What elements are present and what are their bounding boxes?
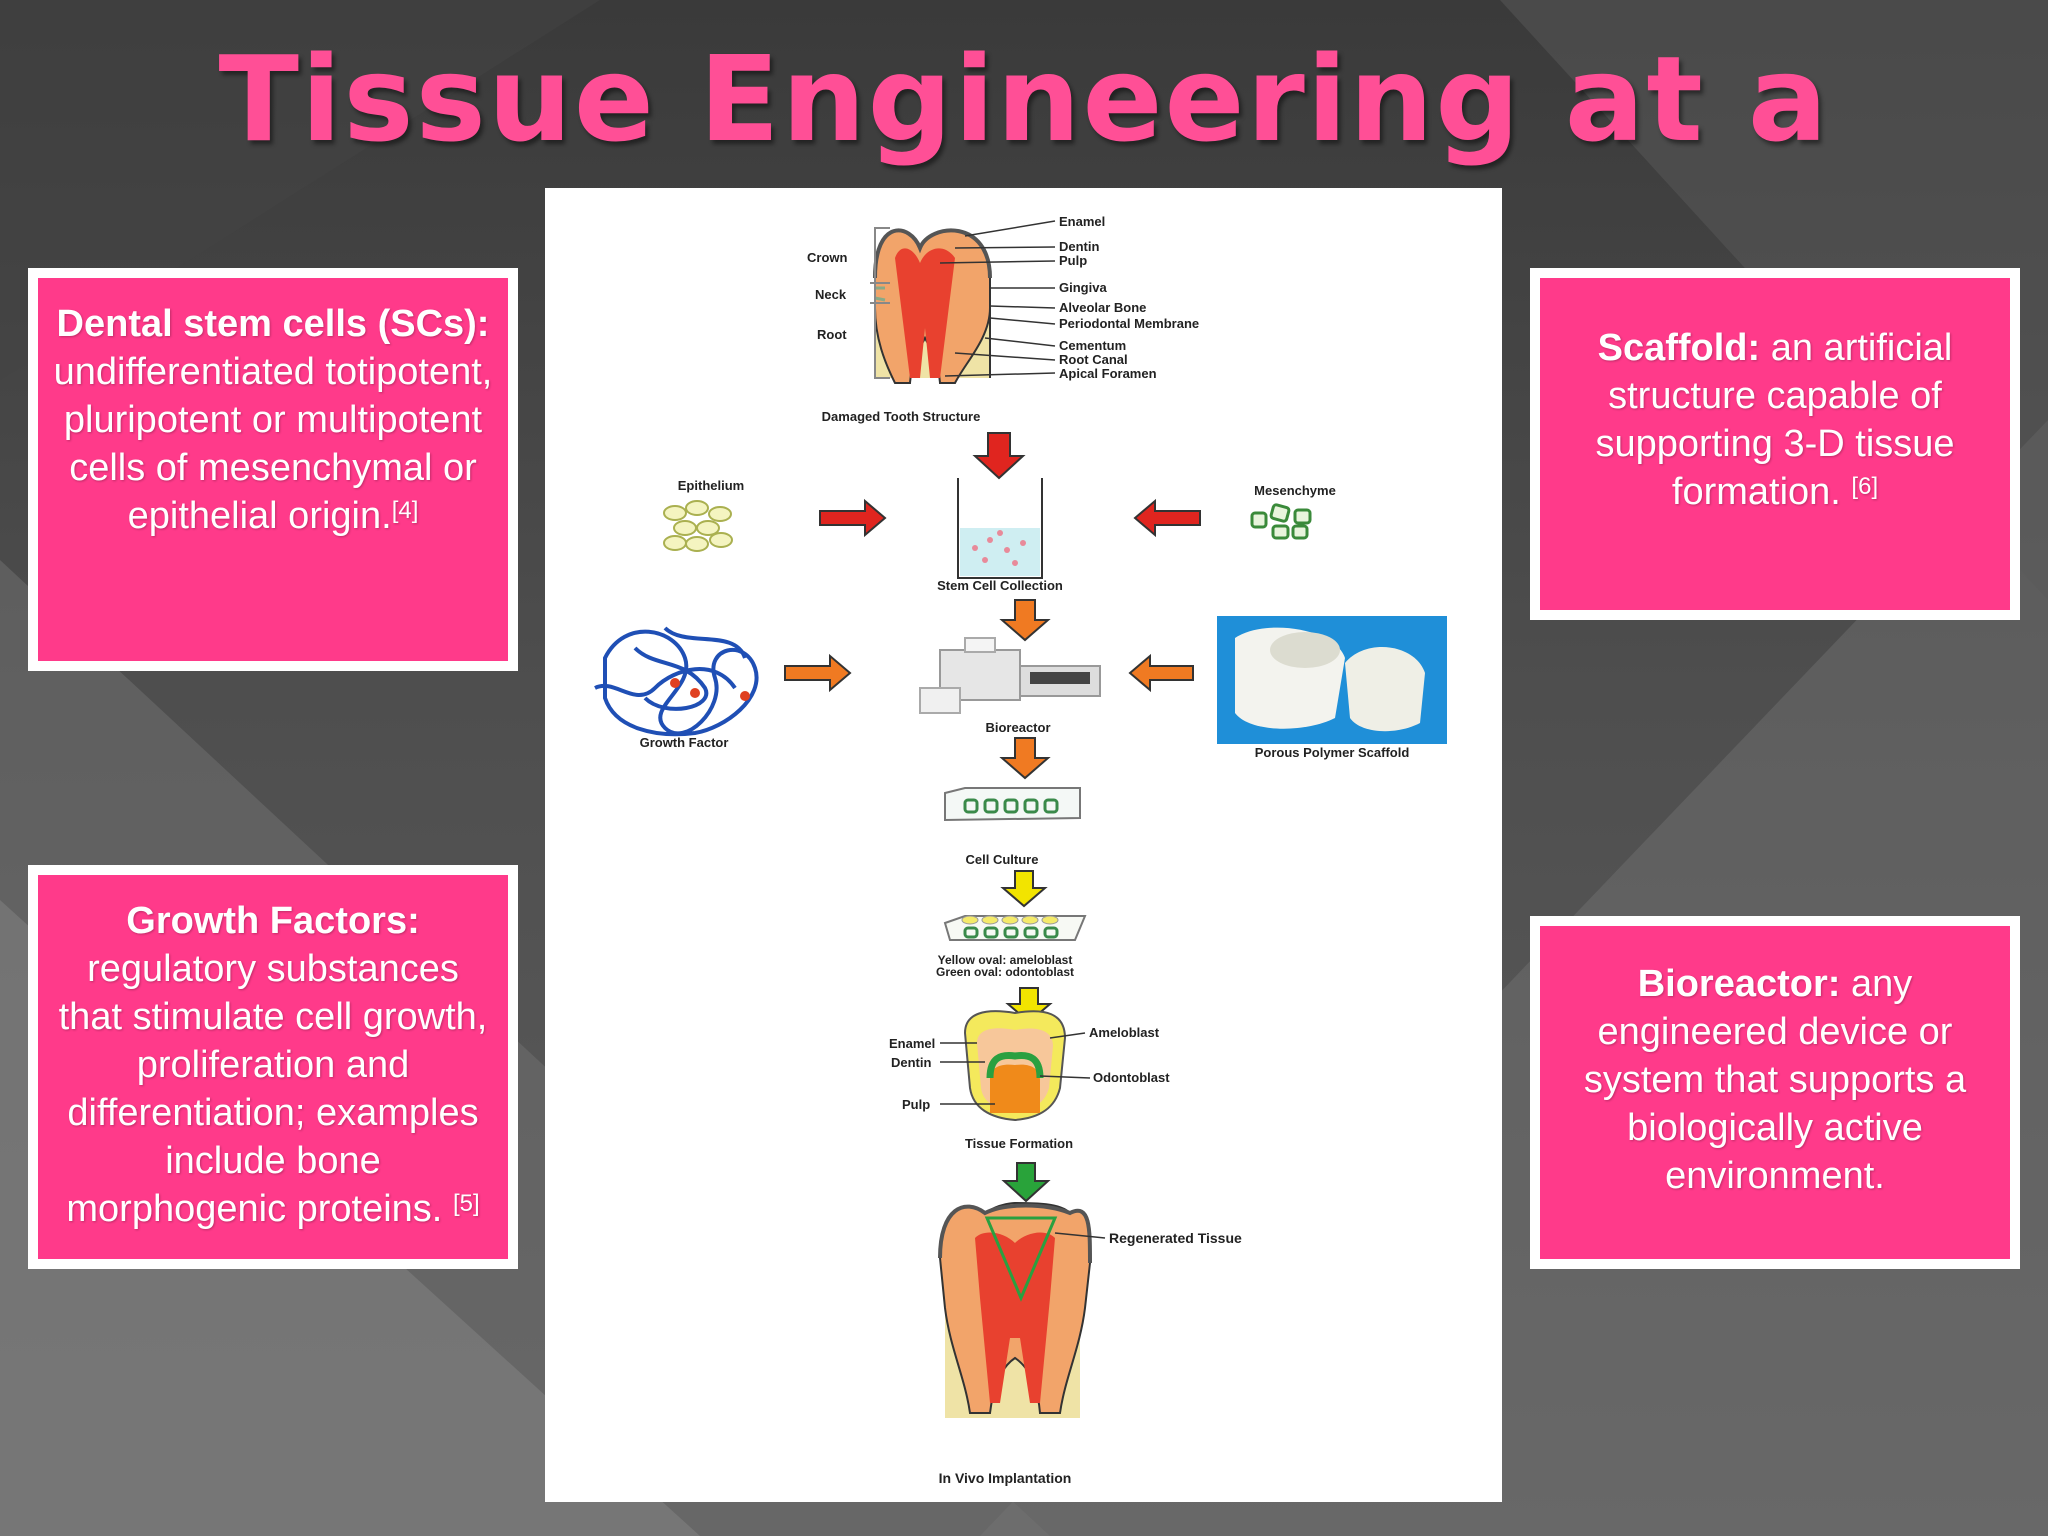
label-alveolar-bone: Alveolar Bone <box>1059 300 1146 315</box>
label-cell-culture: Cell Culture <box>966 852 1039 867</box>
arrow-right-red <box>819 498 887 538</box>
label-root: Root <box>817 327 847 342</box>
label-enamel-formation: Enamel <box>889 1036 935 1051</box>
stem-cells-box: Dental stem cells (SCs): undifferentiate… <box>28 268 518 671</box>
label-dentin-formation: Dentin <box>891 1055 932 1070</box>
label-regenerated-tissue: Regenerated Tissue <box>1109 1230 1242 1246</box>
bioreactor-term: Bioreactor: <box>1637 963 1841 1005</box>
label-bioreactor: Bioreactor <box>985 720 1050 735</box>
growth-factor-illustration <box>594 626 759 737</box>
arrow-down-red <box>972 432 1026 480</box>
label-green-oval: Green oval: odontoblast <box>936 965 1074 979</box>
label-neck: Neck <box>815 287 847 302</box>
arrow-down-yellow-1 <box>1000 870 1048 908</box>
scaffold-term: Scaffold: <box>1597 327 1761 369</box>
label-crown: Crown <box>807 250 848 265</box>
label-periodontal-membrane: Periodontal Membrane <box>1059 316 1199 331</box>
label-damaged-tooth: Damaged Tooth Structure <box>822 409 981 424</box>
label-enamel: Enamel <box>1059 214 1105 229</box>
label-odontoblast: Odontoblast <box>1093 1070 1170 1085</box>
epithelium-cells <box>663 500 733 552</box>
label-gingiva: Gingiva <box>1059 280 1107 295</box>
tissue-formation-illustration <box>963 1010 1067 1122</box>
scaffold-ref: [6] <box>1851 473 1879 500</box>
bioreactor-illustration <box>919 637 1101 714</box>
label-porous-polymer-scaffold: Porous Polymer Scaffold <box>1255 745 1410 760</box>
arrow-left-red <box>1133 498 1201 538</box>
bioreactor-box: Bioreactor: any engineered device or sys… <box>1530 916 2020 1269</box>
growth-factors-box: Growth Factors: regulatory substances th… <box>28 865 518 1269</box>
label-pulp: Pulp <box>1059 253 1087 268</box>
stem-cells-term: Dental stem cells (SCs): <box>56 303 490 345</box>
mesenchyme-cells <box>1250 503 1312 540</box>
scaffold-photo <box>1217 616 1447 744</box>
label-mesenchyme: Mesenchyme <box>1254 483 1336 498</box>
label-epithelium: Epithelium <box>678 478 744 493</box>
stem-cells-text: undifferentiated totipotent, pluripotent… <box>53 351 493 537</box>
arrow-left-orange <box>1128 653 1194 693</box>
label-cementum: Cementum <box>1059 338 1126 353</box>
label-yellow-oval: Yellow oval: ameloblast <box>938 953 1073 967</box>
damaged-tooth-illustration: Enamel Dentin Pulp Gingiva Alveolar Bone… <box>807 214 1199 424</box>
label-apical-foramen: Apical Foramen <box>1059 366 1157 381</box>
bioreactor-text: any engineered device or system that sup… <box>1583 963 1967 1197</box>
label-growth-factor: Growth Factor <box>640 735 729 750</box>
arrow-down-orange-1 <box>999 599 1051 642</box>
label-pulp-formation: Pulp <box>902 1097 930 1112</box>
label-tissue-formation: Tissue Formation <box>965 1136 1073 1151</box>
beaker-illustration <box>957 478 1043 579</box>
regenerated-tooth-illustration <box>938 1201 1092 1418</box>
label-ameloblast: Ameloblast <box>1089 1025 1160 1040</box>
label-in-vivo-implantation: In Vivo Implantation <box>939 1470 1072 1486</box>
arrow-down-green <box>1001 1162 1051 1203</box>
cell-culture-dish <box>944 787 1081 822</box>
arrow-down-orange-2 <box>999 737 1051 780</box>
layered-cell-culture <box>943 915 1087 941</box>
growth-factors-term: Growth Factors: <box>126 900 420 942</box>
label-root-canal: Root Canal <box>1059 352 1128 367</box>
label-stem-cell-collection: Stem Cell Collection <box>937 578 1063 593</box>
stem-cells-ref: [4] <box>391 497 419 524</box>
growth-factors-ref: [5] <box>452 1190 480 1217</box>
arrow-right-orange <box>784 653 852 693</box>
label-dentin: Dentin <box>1059 239 1100 254</box>
diagram-panel: Enamel Dentin Pulp Gingiva Alveolar Bone… <box>545 188 1502 1502</box>
scaffold-box: Scaffold: an artificial structure capabl… <box>1530 268 2020 620</box>
scaffold-text: an artificial structure capable of suppo… <box>1595 327 1955 513</box>
growth-factors-text: regulatory substances that stimulate cel… <box>58 948 488 1230</box>
